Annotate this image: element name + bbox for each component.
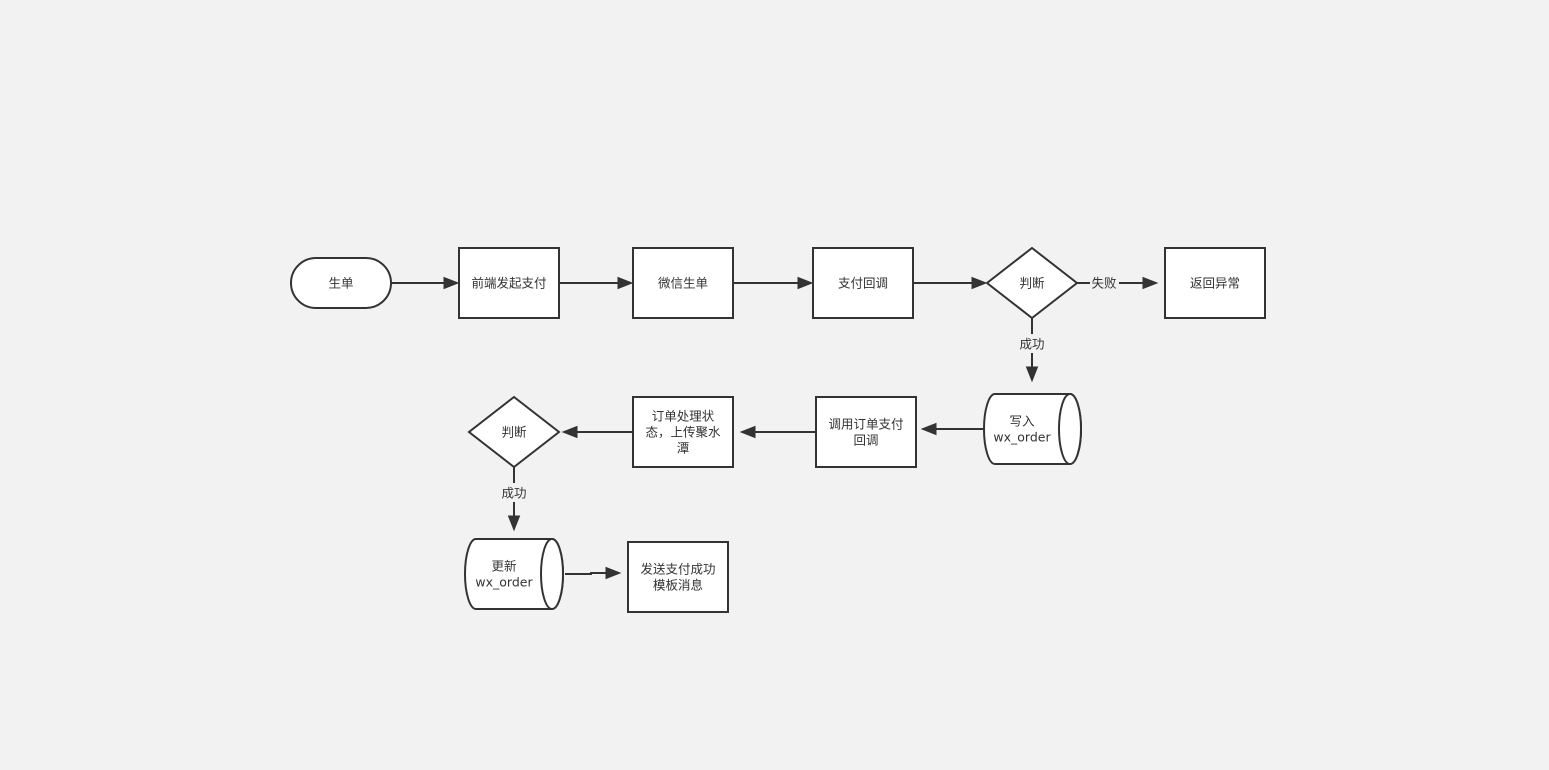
update-db-label-line2: wx_order (475, 575, 533, 590)
edge-decision-1-to-write-db (1025, 318, 1039, 383)
decision-2-label: 判断 (501, 425, 526, 440)
update-db-label-line1: 更新 (491, 559, 516, 574)
return-error-node[interactable]: 返回异常 (1164, 247, 1266, 319)
edge-label-success-2: 成功 (501, 486, 526, 501)
send-template-node[interactable]: 发送支付成功 模板消息 (627, 541, 729, 613)
edge-wechat-order-to-pay-callback (733, 276, 814, 290)
frontend-pay-label: 前端发起支付 (471, 276, 546, 291)
send-template-label-line1: 发送支付成功 (640, 562, 715, 577)
edge-label-fail: 失败 (1091, 276, 1117, 291)
edge-pay-callback-to-decision-1 (913, 276, 988, 290)
update-db-node[interactable]: 更新 wx_order (464, 538, 564, 610)
write-db-label-line2: wx_order (993, 430, 1051, 445)
decision-node-2[interactable]: 判断 (467, 395, 561, 469)
pay-callback-node[interactable]: 支付回调 (812, 247, 914, 319)
return-error-label: 返回异常 (1190, 276, 1240, 291)
process-status-label-line1: 订单处理状 (652, 409, 715, 424)
edge-label-success-1: 成功 (1019, 337, 1044, 352)
write-db-label-line1: 写入 (1009, 414, 1035, 429)
edge-start-to-frontend-pay (391, 276, 460, 290)
pay-callback-label: 支付回调 (838, 276, 888, 291)
call-order-callback-label-line2: 回调 (853, 433, 878, 448)
edge-write-db-to-call-order-callback (920, 422, 984, 436)
decision-1-label: 判断 (1019, 276, 1044, 291)
send-template-label-line2: 模板消息 (653, 578, 703, 593)
process-status-node[interactable]: 订单处理状 态，上传聚水 潭 (632, 396, 734, 468)
call-order-callback-node[interactable]: 调用订单支付 回调 (815, 396, 917, 468)
process-status-label-line3: 潭 (677, 441, 690, 456)
decision-node-1[interactable]: 判断 (985, 246, 1079, 320)
edge-call-order-callback-to-process-status (739, 425, 816, 439)
edge-decision-2-to-update-db (507, 467, 521, 532)
wechat-order-label: 微信生单 (658, 276, 708, 291)
write-db-node[interactable]: 写入 wx_order (983, 393, 1082, 465)
start-node-label: 生单 (328, 276, 353, 291)
call-order-callback-label-line1: 调用订单支付 (828, 417, 903, 432)
edge-update-db-to-send-template (565, 566, 622, 580)
edge-decision-1-to-return-error (1077, 276, 1159, 290)
start-node[interactable]: 生单 (290, 257, 392, 309)
wechat-order-node[interactable]: 微信生单 (632, 247, 734, 319)
frontend-pay-node[interactable]: 前端发起支付 (458, 247, 560, 319)
process-status-label-line2: 态，上传聚水 (645, 425, 721, 440)
edge-frontend-pay-to-wechat-order (559, 276, 634, 290)
edge-process-status-to-decision-2 (561, 425, 633, 439)
